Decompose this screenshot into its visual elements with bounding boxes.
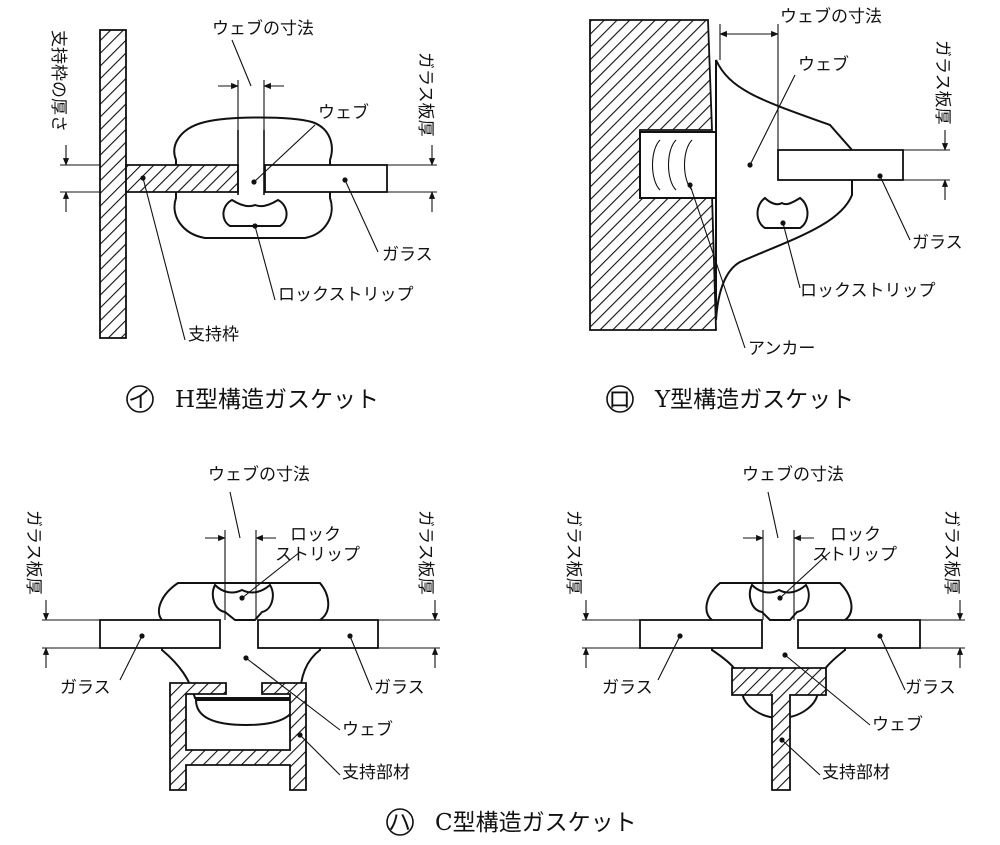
glass-right-c <box>257 619 379 649</box>
support-frame-wall <box>99 29 127 339</box>
label-frame: 支持枠 <box>188 325 239 345</box>
support-member-c <box>169 682 307 791</box>
panel-h-type: ウェブの寸法 ウェブ ガラス ロックストリップ 支持枠 支持枠の厚さ ガラス板厚… <box>48 18 437 413</box>
caption-mark-y: ロ <box>608 387 631 413</box>
glass-right-c2 <box>797 619 921 649</box>
lock-strip-y <box>756 196 809 229</box>
label-glass-right-c2: ガラス <box>905 678 956 698</box>
label-glass-thickness: ガラス板厚 <box>415 52 435 137</box>
label-lock-strip: ロックストリップ <box>278 285 414 305</box>
label-lock-2-c: ストリップ <box>275 545 360 565</box>
glass-left-c <box>99 619 221 649</box>
label-glass-thick-left-c: ガラス板厚 <box>23 510 43 595</box>
label-web-dim-y: ウェブの寸法 <box>780 6 882 27</box>
label-lock-1-c2: ロック <box>830 525 881 545</box>
glass-pane-y <box>777 149 904 181</box>
label-glass-thick-right-c: ガラス板厚 <box>415 510 435 595</box>
label-glass-thick-left-c2: ガラス板厚 <box>563 510 583 595</box>
glass-left-c2 <box>639 619 763 649</box>
label-lock-1-c: ロック <box>290 525 341 545</box>
label-lock-2-c2: ストリップ <box>812 545 897 565</box>
panel-y-type: ウェブの寸法 ウェブ ガラス ロックストリップ アンカー ガラス板厚 ロ Y型構… <box>589 6 963 413</box>
panel-c-type-left: ウェブの寸法 ロック ストリップ ガラス ガラス ウェブ 支持部材 ガラス板厚 … <box>23 464 637 836</box>
label-glass-left-c: ガラス <box>60 678 111 698</box>
label-web-c: ウェブ <box>342 719 393 740</box>
label-glass-thick-right-c2: ガラス板厚 <box>941 510 961 595</box>
label-glass-y: ガラス <box>912 233 963 253</box>
caption-h-type: H型構造ガスケット <box>175 387 379 413</box>
glass-pane <box>264 164 388 193</box>
caption-c-type: C型構造ガスケット <box>435 810 637 836</box>
label-web-dim: ウェブの寸法 <box>212 18 314 39</box>
label-web: ウェブ <box>318 102 369 123</box>
label-web-dim-c2: ウェブの寸法 <box>742 464 844 485</box>
label-lock-strip-y: ロックストリップ <box>800 281 936 301</box>
label-glass: ガラス <box>382 245 433 265</box>
label-glass-right-c: ガラス <box>374 678 425 698</box>
lock-strip <box>222 198 288 227</box>
caption-mark-c: ハ <box>388 810 411 836</box>
label-frame-thickness: 支持枠の厚さ <box>48 30 68 132</box>
caption-mark-h: イ <box>128 387 151 413</box>
label-web-c2: ウェブ <box>872 714 923 735</box>
panel-c-type-right: ウェブの寸法 ロック ストリップ ガラス ガラス ウェブ 支持部材 ガラス板厚 … <box>563 464 965 791</box>
label-anchor: アンカー <box>748 339 815 359</box>
anchor <box>639 131 717 199</box>
label-glass-thickness-y: ガラス板厚 <box>932 40 952 125</box>
label-glass-left-c2: ガラス <box>602 678 653 698</box>
label-web-dim-c: ウェブの寸法 <box>208 464 310 485</box>
caption-y-type: Y型構造ガスケット <box>654 387 854 413</box>
label-web-y: ウェブ <box>798 54 849 75</box>
h-gasket-body <box>173 116 333 239</box>
y-gasket-body <box>715 59 853 321</box>
label-support-c: 支持部材 <box>342 763 410 783</box>
support-member-t <box>731 667 827 791</box>
label-support-c2: 支持部材 <box>822 763 890 783</box>
